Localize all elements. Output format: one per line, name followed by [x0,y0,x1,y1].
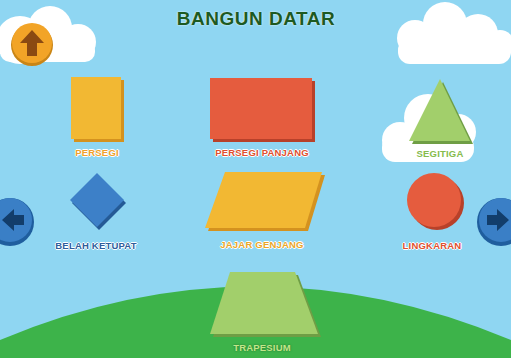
shape-name: PERSEGI PANJANG [215,147,309,158]
shape-name: LINGKARAN [403,240,462,251]
previous-button [0,198,34,246]
triangle-shape [409,79,473,144]
screen-title: BANGUN DATAR [177,8,335,30]
shape-name: TRAPESIUM [233,342,291,353]
trapezoid-shape [210,272,321,337]
home-button [11,23,53,66]
parallelogram-shape [205,172,325,231]
shape-name: PERSEGI [75,147,119,158]
next-button [477,198,511,246]
cloud [397,2,511,64]
shape-name: SEGITIGA [417,148,464,159]
rectangle-shape [210,78,315,142]
shape-name: BELAH KETUPAT [55,240,136,251]
circle-shape [407,173,464,230]
square-shape [71,77,124,142]
rhombus-shape [70,173,126,230]
shape-name: JAJAR GENJANG [220,239,303,250]
